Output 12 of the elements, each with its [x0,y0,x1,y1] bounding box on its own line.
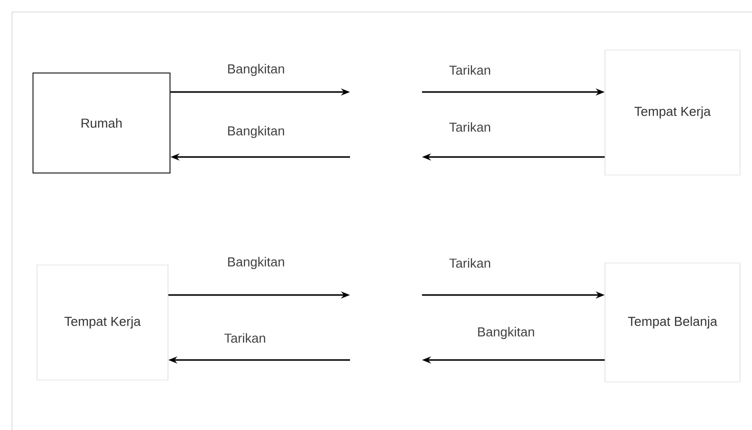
box: Rumah [32,72,170,174]
edge-label: Bangkitan [228,64,284,76]
box: Tempat Belanja [604,262,740,382]
box: Tempat Kerja [36,264,168,380]
edge-label: Bangkitan [228,126,284,138]
box: Tempat Kerja [604,50,740,176]
edge-label: Tarikan [449,258,490,268]
edge-label: Tarikan [449,122,490,132]
edge-label: Bangkitan [478,326,534,340]
edge-label: Bangkitan [228,256,284,270]
edge-label: Tarikan [449,65,490,75]
edge-label: Tarikan [224,333,266,343]
